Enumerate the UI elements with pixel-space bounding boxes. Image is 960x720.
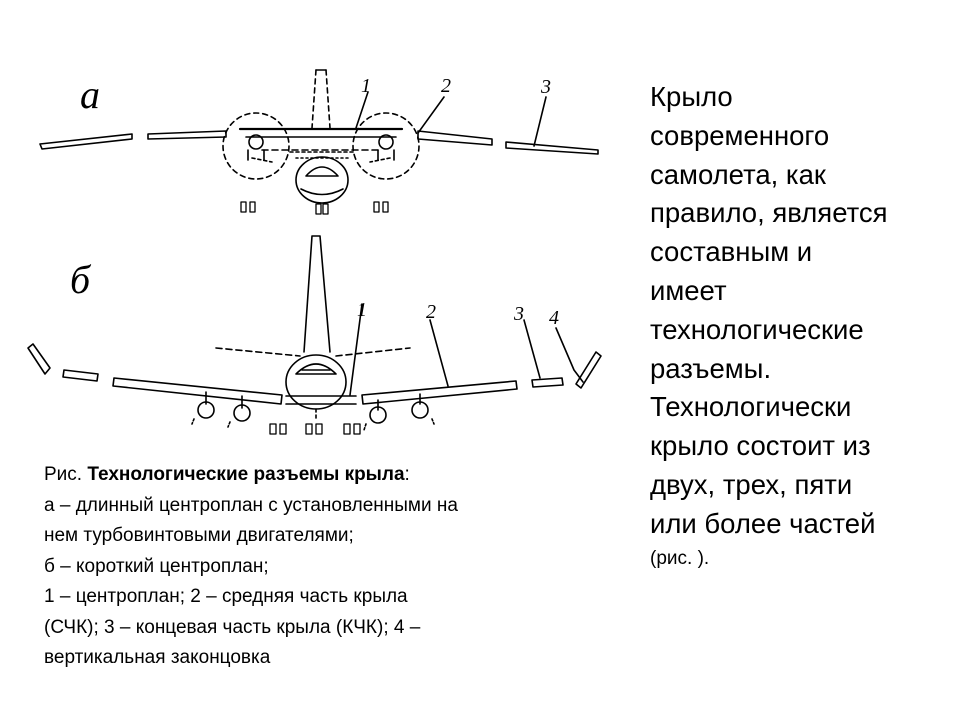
callout-b-4: 4 — [549, 307, 559, 329]
panel-a-drawing — [39, 69, 599, 215]
body-line: двух, трех, пяти — [650, 468, 853, 500]
panel-b-drawing — [27, 235, 602, 435]
caption-line: а – длинный центроплан с установленными … — [44, 494, 458, 516]
body-line: или более частей — [650, 507, 876, 539]
caption-title-suffix: : — [404, 464, 410, 485]
caption-line: вертикальная законцовка — [44, 647, 271, 668]
figure-reference: (рис. ). — [650, 547, 710, 569]
body-line: составным и — [650, 236, 813, 268]
callout-a-2: 2 — [441, 75, 451, 97]
figure-caption: Рис. Технологические разъемы крыла: а – … — [44, 460, 604, 674]
caption-line: (СЧК); 3 – концевая часть крыла (КЧК); 4… — [44, 616, 421, 638]
caption-title: Рис. Технологические разъемы крыла: — [44, 460, 604, 491]
wing-joints-figure: а 1 2 3 — [27, 69, 602, 435]
callout-a-1: 1 — [361, 75, 371, 97]
panel-b-label: б — [70, 257, 92, 302]
callout-b-2: 2 — [426, 301, 436, 323]
body-line: разъемы. — [650, 352, 772, 384]
caption-line: нем турбовинтовыми двигателями; — [44, 525, 354, 546]
callout-b-1: 1 — [357, 299, 367, 321]
caption-line: б – короткий центроплан; — [44, 555, 269, 577]
body-line: Крыло — [650, 81, 733, 112]
body-line: имеет — [650, 274, 727, 306]
caption-title-bold: Технологические разъемы крыла — [87, 464, 405, 485]
body-line: правило, является — [650, 197, 888, 229]
body-line: Технологически — [650, 391, 852, 423]
caption-title-prefix: Рис. — [44, 464, 88, 485]
body-line: современного — [650, 119, 830, 151]
caption-line: 1 – центроплан; 2 – средняя часть крыла — [44, 586, 408, 607]
body-paragraph: Крыло современного самолета, как правило… — [650, 78, 950, 574]
callout-a-3: 3 — [540, 76, 551, 98]
body-line: технологические — [650, 313, 864, 345]
body-line: крыло состоит из — [650, 430, 871, 462]
callout-b-3: 3 — [513, 303, 524, 325]
panel-a-label: а — [80, 72, 100, 117]
body-line: самолета, как — [650, 158, 826, 190]
